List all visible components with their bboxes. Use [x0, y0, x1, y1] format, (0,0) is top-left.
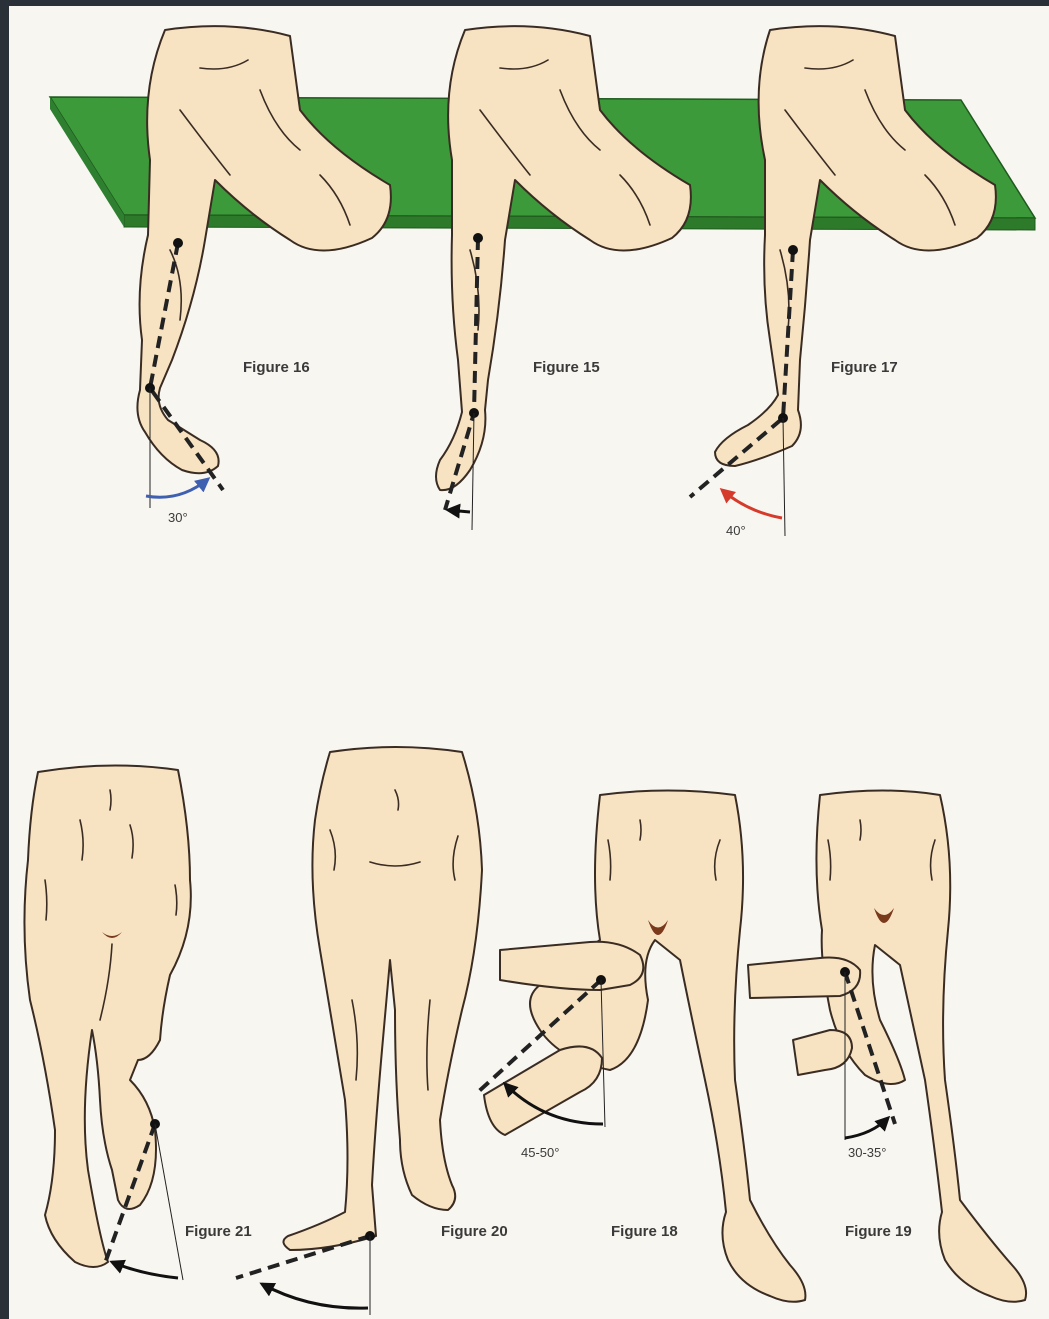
figure-18-angle: 45-50°	[521, 1145, 559, 1160]
figure-19-label: Figure 19	[845, 1223, 912, 1240]
figure-21-illustration	[24, 765, 190, 1267]
figure-21-rotation-arrow	[112, 1262, 178, 1278]
figure-20-label: Figure 20	[441, 1223, 508, 1240]
figure-15-label: Figure 15	[533, 359, 600, 376]
figure-15-rotation-arrow	[448, 510, 470, 512]
figure-17-angle: 40°	[726, 523, 746, 538]
figure-17-illustration	[715, 26, 996, 466]
figure-18-label: Figure 18	[611, 1223, 678, 1240]
figure-16-rotation-arrow	[146, 479, 208, 497]
figure-19-rotation-arrow	[845, 1118, 888, 1138]
figure-16-angle: 30°	[168, 510, 188, 525]
figure-19-angle: 30-35°	[848, 1145, 886, 1160]
figure-17-label: Figure 17	[831, 359, 898, 376]
figure-17-rotation-arrow	[722, 490, 782, 518]
figure-21-label: Figure 21	[185, 1223, 252, 1240]
figure-20-illustration	[283, 747, 482, 1250]
figure-20-rotation-arrow	[262, 1284, 368, 1308]
figure-16-label: Figure 16	[243, 359, 310, 376]
